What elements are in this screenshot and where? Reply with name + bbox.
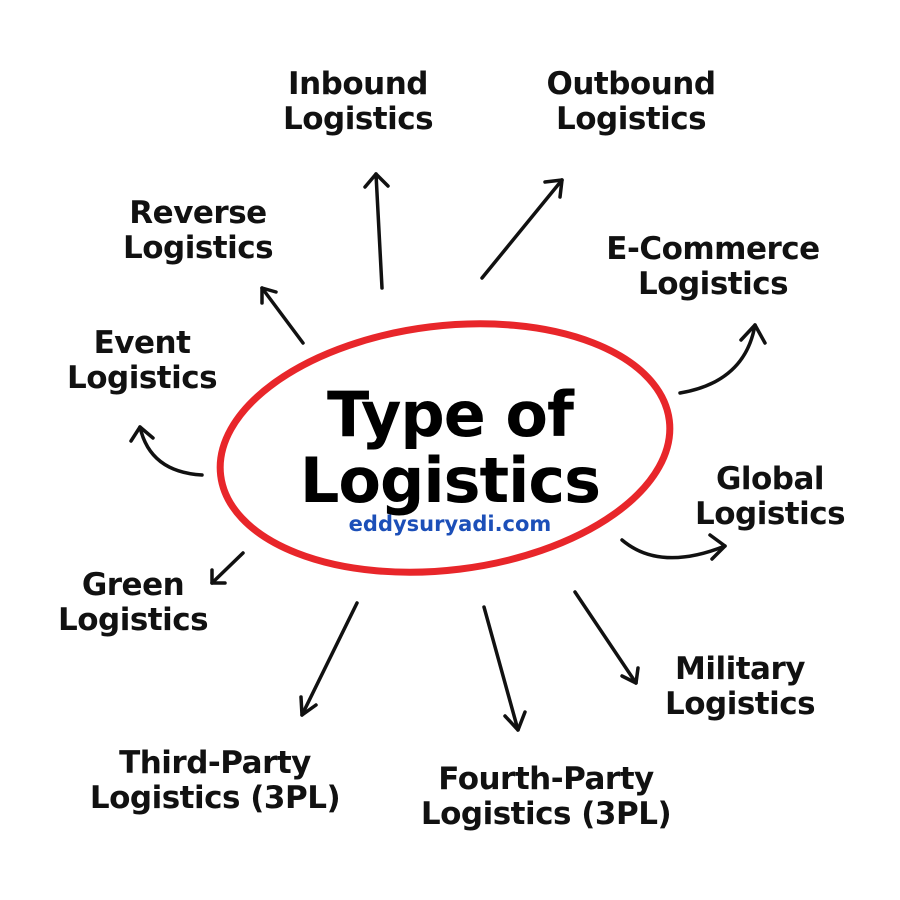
- label-line-2: Logistics: [664, 686, 816, 722]
- label-line-2: Logistics: [57, 602, 209, 638]
- label-line-2: Logistics: [122, 230, 274, 266]
- highlight-ellipse: [216, 320, 674, 576]
- website-credit: eddysuryadi.com: [348, 512, 552, 536]
- label-line-1: Military: [675, 651, 805, 687]
- label-line-1: Reverse: [129, 195, 267, 231]
- arrow-outbound: [480, 178, 564, 280]
- label-line-1: Event: [93, 325, 191, 361]
- arrow-event: [129, 425, 204, 477]
- label-line-2: Logistics: [637, 266, 789, 302]
- label-line-1: Third-Party: [119, 745, 311, 781]
- arrow-green: [210, 551, 245, 585]
- label-line-1: Global: [715, 461, 825, 497]
- arrow-reverse: [260, 286, 305, 345]
- label-line-1: Outbound: [546, 66, 716, 102]
- label-line-2: Logistics (3PL): [420, 796, 672, 832]
- arrow-global: [620, 533, 727, 561]
- label-line-2: Logistics (3PL): [89, 780, 341, 816]
- arrow-military: [573, 590, 640, 685]
- arrow-inbound: [363, 172, 390, 290]
- diagram-title: Type of Logistics: [299, 378, 601, 517]
- arrow-third-party: [299, 601, 359, 717]
- label-line-2: Logistics: [282, 101, 434, 137]
- label-line-2: Logistics: [694, 496, 846, 532]
- label-line-1: E-Commerce: [606, 231, 820, 267]
- label-line-2: Logistics: [66, 360, 218, 396]
- arrow-ecommerce: [678, 323, 767, 395]
- title-line-1: Type of: [327, 378, 574, 451]
- arrow-fourth-party: [482, 605, 527, 732]
- title-line-2: Logistics: [299, 444, 601, 517]
- label-line-1: Fourth-Party: [438, 761, 654, 797]
- label-line-1: Green: [81, 567, 185, 603]
- label-line-1: Inbound: [288, 66, 428, 102]
- label-line-2: Logistics: [555, 101, 707, 137]
